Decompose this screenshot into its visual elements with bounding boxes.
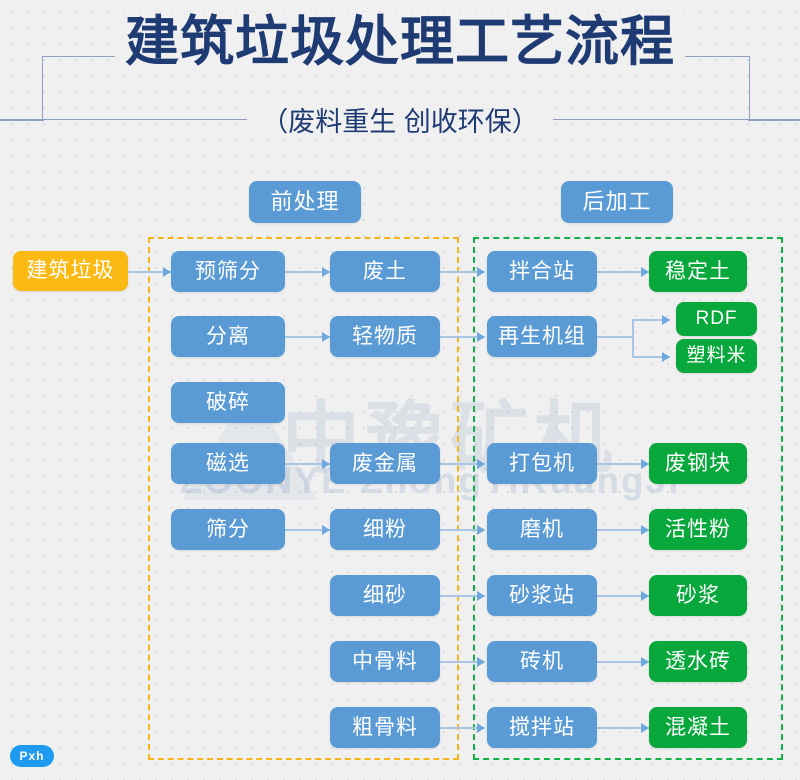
- connector-coarseaggregate-to-batchingstation: [440, 727, 485, 729]
- node-regeneration-unit[interactable]: 再生机组: [487, 316, 597, 357]
- arrowhead-mortarstation-to-mortar: [641, 591, 649, 601]
- arrowhead-grinder-to-activepowder: [641, 525, 649, 535]
- node-stabilized-soil[interactable]: 稳定土: [649, 251, 747, 292]
- arrowhead-regenunit-to-plasticgranule: [662, 352, 670, 362]
- arrowhead-separate-to-lightmatter: [322, 332, 330, 342]
- connector-batchingstation-to-concrete: [597, 727, 649, 729]
- node-magnetic-separation[interactable]: 磁选: [171, 443, 285, 484]
- arrowhead-midaggregate-to-brickmachine: [477, 657, 485, 667]
- node-waste-metal[interactable]: 废金属: [330, 443, 440, 484]
- arrowhead-input-to-prescreen: [163, 267, 171, 277]
- node-coarse-aggregate[interactable]: 粗骨料: [330, 707, 440, 748]
- connector-regenunit-branch-bus: [632, 319, 634, 358]
- connector-input-to-prescreen: [128, 271, 171, 273]
- node-plastic-granule[interactable]: 塑料米: [676, 339, 757, 373]
- connector-midaggregate-to-brickmachine: [440, 661, 485, 663]
- node-light-matter[interactable]: 轻物质: [330, 316, 440, 357]
- node-medium-aggregate[interactable]: 中骨料: [330, 641, 440, 682]
- arrowhead-lightmatter-to-regenunit: [477, 332, 485, 342]
- node-pre-screening[interactable]: 预筛分: [171, 251, 285, 292]
- connector-sieve-to-finepowder: [285, 529, 330, 531]
- node-brick-machine[interactable]: 砖机: [487, 641, 597, 682]
- connector-prescreen-to-wastesoil: [285, 271, 330, 273]
- arrowhead-brickmachine-to-permeablebrick: [641, 657, 649, 667]
- node-concrete[interactable]: 混凝土: [649, 707, 747, 748]
- node-active-powder[interactable]: 活性粉: [649, 509, 747, 550]
- node-waste-soil[interactable]: 废土: [330, 251, 440, 292]
- connector-baler-to-scrapsteel: [597, 463, 649, 465]
- node-mixing-station[interactable]: 拌合站: [487, 251, 597, 292]
- connector-brickmachine-to-permeablebrick: [597, 661, 649, 663]
- page-title-text: 建筑垃圾处理工艺流程: [115, 12, 685, 72]
- node-sieving[interactable]: 筛分: [171, 509, 285, 550]
- arrowhead-baler-to-scrapsteel: [641, 459, 649, 469]
- connector-regenunit-to-rdf: [632, 319, 670, 321]
- zone-boundary-post-processing: [473, 237, 783, 760]
- connector-regenunit-stem: [597, 336, 633, 338]
- connector-grinder-to-activepowder: [597, 529, 649, 531]
- connector-wastemetal-to-baler: [440, 463, 485, 465]
- arrowhead-finesand-to-mortarstation: [477, 591, 485, 601]
- arrowhead-wastesoil-to-mixingstation: [477, 267, 485, 277]
- zone-boundary-pre-treatment: [148, 237, 459, 760]
- zone-label-post-processing[interactable]: 后加工: [561, 181, 673, 223]
- arrowhead-regenunit-to-rdf: [662, 315, 670, 325]
- node-rdf[interactable]: RDF: [676, 302, 757, 336]
- zone-label-pre-treatment[interactable]: 前处理: [249, 181, 361, 223]
- node-permeable-brick[interactable]: 透水砖: [649, 641, 747, 682]
- connector-finepowder-to-grinder: [440, 529, 485, 531]
- node-grinding-mill[interactable]: 磨机: [487, 509, 597, 550]
- arrowhead-magnetic-to-wastemetal: [322, 459, 330, 469]
- connector-regenunit-to-plasticgranule: [632, 356, 670, 358]
- arrowhead-mixingstation-to-stablesoil: [641, 267, 649, 277]
- header-rule-right: [748, 119, 800, 121]
- node-mortar[interactable]: 砂浆: [649, 575, 747, 616]
- node-mortar-station[interactable]: 砂浆站: [487, 575, 597, 616]
- page-title: 建筑垃圾处理工艺流程: [0, 12, 800, 72]
- arrowhead-coarseaggregate-to-batchingstation: [477, 723, 485, 733]
- page-subtitle-text: （废料重生 创收环保）: [247, 107, 553, 137]
- arrowhead-batchingstation-to-concrete: [641, 723, 649, 733]
- node-baling-machine[interactable]: 打包机: [487, 443, 597, 484]
- arrowhead-sieve-to-finepowder: [322, 525, 330, 535]
- arrowhead-finepowder-to-grinder: [477, 525, 485, 535]
- connector-lightmatter-to-regenunit: [440, 336, 485, 338]
- node-separation[interactable]: 分离: [171, 316, 285, 357]
- header-rule-left: [0, 119, 44, 121]
- connector-magnetic-to-wastemetal: [285, 463, 330, 465]
- page-subtitle: （废料重生 创收环保）: [0, 100, 800, 139]
- node-fine-sand[interactable]: 细砂: [330, 575, 440, 616]
- node-batching-station[interactable]: 搅拌站: [487, 707, 597, 748]
- node-crushing[interactable]: 破碎: [171, 382, 285, 423]
- connector-separate-to-lightmatter: [285, 336, 330, 338]
- connector-mixingstation-to-stablesoil: [597, 271, 649, 273]
- node-construction-waste[interactable]: 建筑垃圾: [13, 251, 128, 291]
- arrowhead-wastemetal-to-baler: [477, 459, 485, 469]
- connector-finesand-to-mortarstation: [440, 595, 485, 597]
- connector-mortarstation-to-mortar: [597, 595, 649, 597]
- arrowhead-prescreen-to-wastesoil: [322, 267, 330, 277]
- node-scrap-steel[interactable]: 废钢块: [649, 443, 747, 484]
- node-fine-powder[interactable]: 细粉: [330, 509, 440, 550]
- pxh-badge[interactable]: Pxh: [10, 745, 54, 767]
- connector-wastesoil-to-mixingstation: [440, 271, 485, 273]
